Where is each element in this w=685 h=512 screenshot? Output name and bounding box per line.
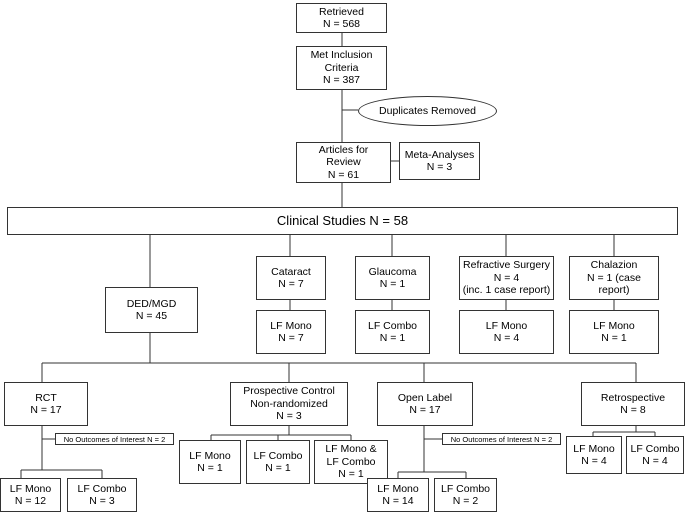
- inclusion-line-1: Met Inclusion: [310, 49, 373, 62]
- duplicates-removed-oval: Duplicates Removed: [358, 96, 497, 126]
- retro-combo-line-2: N = 4: [642, 455, 668, 467]
- prospective-line-3: N = 3: [276, 410, 302, 423]
- clinical-line-1: Clinical Studies N = 58: [276, 212, 409, 228]
- retrieved-line-2: N = 568: [322, 18, 361, 30]
- openlabel-line-2: N = 17: [409, 404, 441, 416]
- ol-noout-line-1: No Outcomes of Interest N = 2: [450, 434, 553, 444]
- duplicates-line-1: Duplicates Removed: [379, 104, 476, 117]
- retrieved-line-1: Retrieved: [319, 5, 364, 18]
- cataract-lf-line-2: N = 7: [278, 332, 304, 344]
- pc-both-line-3: N = 1: [338, 468, 364, 481]
- rct-noout-line-1: No Outcomes of Interest N = 2: [63, 434, 166, 444]
- rct-mono-line-1: LF Mono: [9, 482, 52, 495]
- rct-line-2: N = 17: [30, 404, 62, 416]
- ol-combo-line-1: LF Combo: [440, 482, 491, 495]
- open-label-no-outcomes-box: No Outcomes of Interest N = 2: [442, 433, 561, 445]
- articles-line-3: N = 61: [327, 168, 360, 181]
- meta-line-1: Meta-Analyses: [404, 148, 475, 161]
- retro-mono-line-2: N = 4: [581, 455, 607, 467]
- refractive-lf-line-2: N = 4: [493, 332, 520, 344]
- cataract-line-2: N = 7: [278, 278, 304, 290]
- refractive-line-3: (inc. 1 case report): [462, 284, 551, 297]
- retro-line-1: Retrospective: [600, 391, 666, 404]
- prospective-line-1: Prospective Control: [243, 385, 335, 398]
- chalazion-line-3: report): [598, 284, 630, 297]
- ol-mono-line-2: N = 14: [382, 495, 414, 507]
- glaucoma-lf-line-1: LF Combo: [367, 319, 418, 332]
- refractive-line-2: N = 4: [493, 271, 520, 284]
- rct-no-outcomes-box: No Outcomes of Interest N = 2: [55, 433, 174, 445]
- pc-combo-line-1: LF Combo: [253, 449, 303, 462]
- ded-line-1: DED/MGD: [126, 297, 177, 310]
- refractive-lf-line-1: LF Mono: [485, 319, 528, 332]
- pc-both-line-2: LF Combo: [326, 455, 376, 468]
- chalazion-lf-line-1: LF Mono: [593, 319, 635, 332]
- meta-line-2: N = 3: [426, 161, 453, 173]
- pc-mono-line-1: LF Mono: [189, 449, 231, 462]
- chalazion-lf-line-2: N = 1: [601, 332, 627, 344]
- pc-combo-line-2: N = 1: [265, 462, 291, 474]
- rct-line-1: RCT: [35, 391, 57, 404]
- pc-both-line-1: LF Mono &: [325, 443, 377, 456]
- refractive-line-1: Refractive Surgery: [463, 259, 550, 272]
- clinical-studies-box: Clinical Studies N = 58: [7, 207, 678, 235]
- articles-line-1: Articles for: [318, 143, 369, 156]
- pc-mono-line-2: N = 1: [197, 462, 223, 474]
- cataract-line-1: Cataract: [271, 265, 311, 278]
- glaucoma-line-1: Glaucoma: [368, 265, 417, 278]
- retro-mono-line-1: LF Mono: [573, 442, 615, 455]
- openlabel-line-1: Open Label: [397, 391, 453, 404]
- glaucoma-line-2: N = 1: [379, 278, 406, 290]
- rct-combo-line-2: N = 3: [89, 495, 115, 507]
- ol-mono-line-1: LF Mono: [377, 482, 419, 495]
- inclusion-line-3: N = 387: [322, 74, 361, 87]
- ol-combo-line-2: N = 2: [452, 495, 479, 507]
- chalazion-line-1: Chalazion: [590, 259, 638, 272]
- retro-combo-line-1: LF Combo: [630, 442, 680, 455]
- rct-mono-line-2: N = 12: [14, 495, 47, 507]
- glaucoma-lf-line-2: N = 1: [379, 332, 406, 344]
- cataract-lf-line-1: LF Mono: [270, 319, 312, 332]
- retro-line-2: N = 8: [620, 404, 646, 416]
- rct-combo-line-1: LF Combo: [77, 482, 127, 495]
- inclusion-line-2: Criteria: [324, 61, 359, 74]
- articles-line-2: Review: [326, 156, 361, 169]
- chalazion-line-2: N = 1 (case: [587, 271, 641, 284]
- ded-line-2: N = 45: [135, 310, 168, 322]
- prospective-line-2: Non-randomized: [250, 397, 328, 410]
